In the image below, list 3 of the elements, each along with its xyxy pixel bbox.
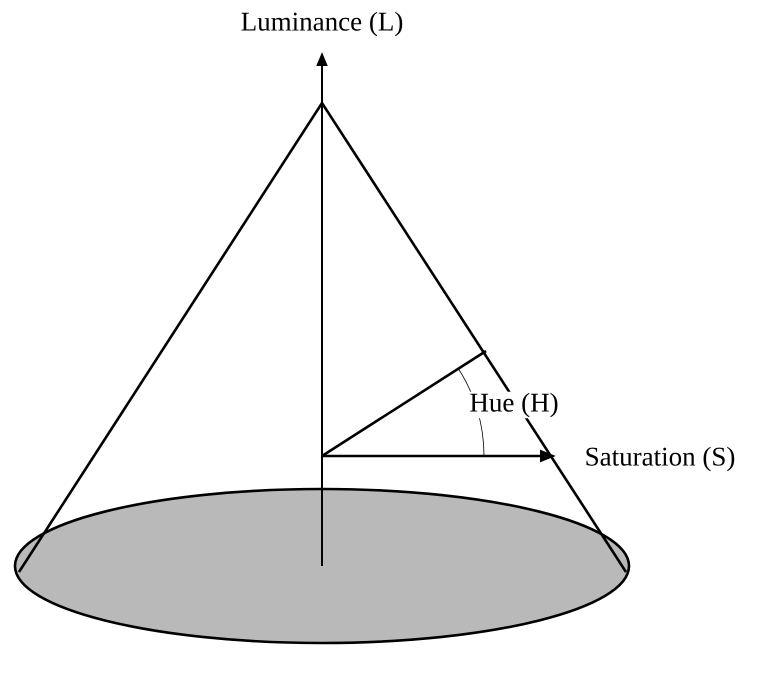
axis-label: Luminance (L)	[240, 10, 404, 38]
axis-label: Hue (H)	[468, 392, 560, 418]
axis-label: Saturation (S)	[584, 446, 736, 472]
